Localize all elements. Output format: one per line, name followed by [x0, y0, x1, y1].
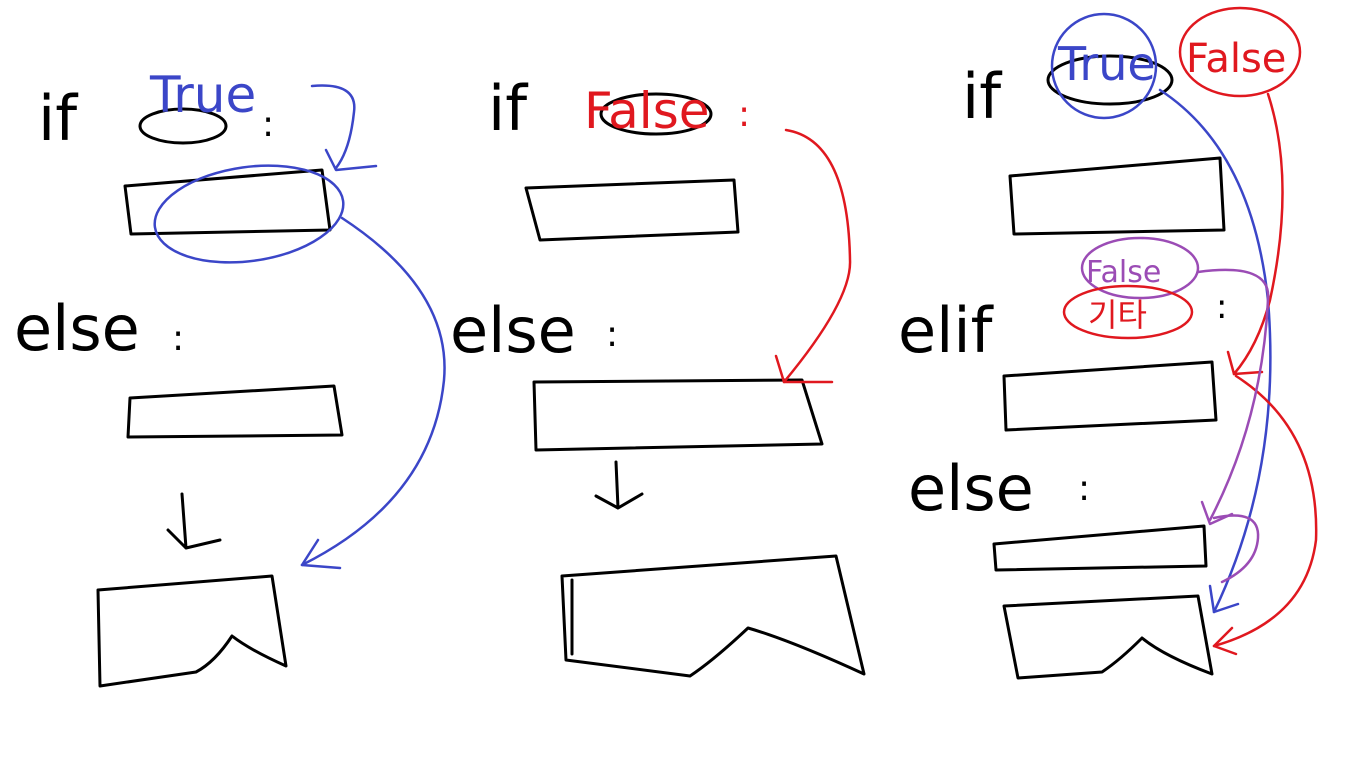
condition-false-label: False	[584, 82, 710, 140]
executed-block-highlight	[153, 164, 345, 264]
condition-slot	[599, 92, 713, 136]
down-arrow	[166, 492, 222, 550]
else-to-next-loop	[1212, 514, 1260, 584]
panel-if-elif-else: if True False elif False 기타 : else :	[898, 6, 1318, 680]
else-block	[532, 378, 824, 452]
false-path-head	[1226, 350, 1264, 376]
true-arrow-to-next	[300, 216, 446, 567]
true-path-to-next	[1158, 88, 1272, 614]
elif-colon: :	[1216, 287, 1227, 327]
true-path-head	[1208, 584, 1240, 614]
true-arrow-head-next	[300, 538, 342, 570]
false-path-to-elif	[1232, 92, 1284, 376]
panel-if-true: if True : else :	[14, 66, 446, 688]
false-arrow-to-else	[782, 128, 852, 384]
else-colon: :	[172, 318, 184, 359]
elif-keyword: elif	[898, 294, 995, 367]
true-arrow-into-block	[310, 84, 356, 170]
else-keyword: else	[908, 452, 1034, 525]
true-circle	[1050, 12, 1158, 120]
elif-false-to-else	[1196, 268, 1270, 522]
next-code-block	[96, 574, 288, 688]
condition-true-label: True	[149, 66, 256, 124]
if-block	[524, 178, 740, 242]
else-colon: :	[1078, 468, 1090, 509]
false-arrow-head	[774, 354, 834, 384]
elif-path-head	[1212, 626, 1238, 656]
else-colon: :	[606, 314, 618, 355]
condition-true-label: True	[1057, 37, 1156, 91]
else-block	[126, 384, 344, 439]
false-circle	[1178, 6, 1302, 98]
if-keyword: if	[488, 72, 529, 145]
condition-false-label: False	[1186, 36, 1286, 82]
if-keyword: if	[962, 60, 1003, 133]
elif-block	[1002, 360, 1218, 432]
if-colon: :	[262, 104, 274, 145]
down-arrow	[594, 460, 644, 510]
if-block	[1008, 156, 1226, 236]
true-arrow-head	[324, 148, 378, 172]
next-code-block	[1002, 594, 1214, 680]
elif-other-circle	[1062, 284, 1194, 340]
if-keyword: if	[38, 82, 79, 155]
elif-false-label: False	[1086, 255, 1161, 290]
else-keyword: else	[14, 292, 140, 365]
condition-slot	[1046, 54, 1174, 106]
elif-other-label: 기타	[1088, 296, 1147, 334]
else-keyword: else	[450, 294, 576, 367]
panel-if-false: if False : else :	[450, 72, 866, 678]
condition-slot	[138, 107, 228, 145]
if-colon: :	[738, 94, 750, 135]
elif-path-to-next	[1212, 374, 1318, 648]
else-block	[992, 524, 1208, 572]
elif-false-circle	[1080, 236, 1200, 300]
next-code-block	[560, 554, 866, 678]
